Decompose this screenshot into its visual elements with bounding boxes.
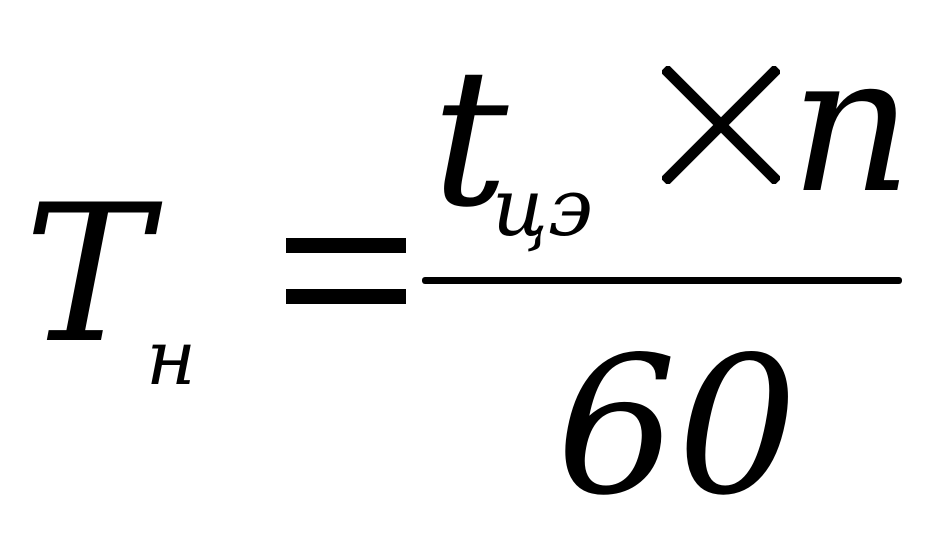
lhs-symbol: T [24, 164, 151, 385]
equals-bar-top [286, 238, 406, 253]
lhs-subscript: н [146, 313, 197, 402]
numerator-symbol: t [432, 28, 509, 249]
denominator: 60 [556, 316, 798, 537]
fraction-bar [422, 277, 902, 284]
equals-sign [286, 238, 406, 304]
numerator-subscript: цэ [492, 161, 593, 254]
equals-bar-bottom [286, 289, 406, 304]
numerator-variable: n [790, 14, 913, 235]
multiplication-sign-icon [662, 66, 780, 184]
